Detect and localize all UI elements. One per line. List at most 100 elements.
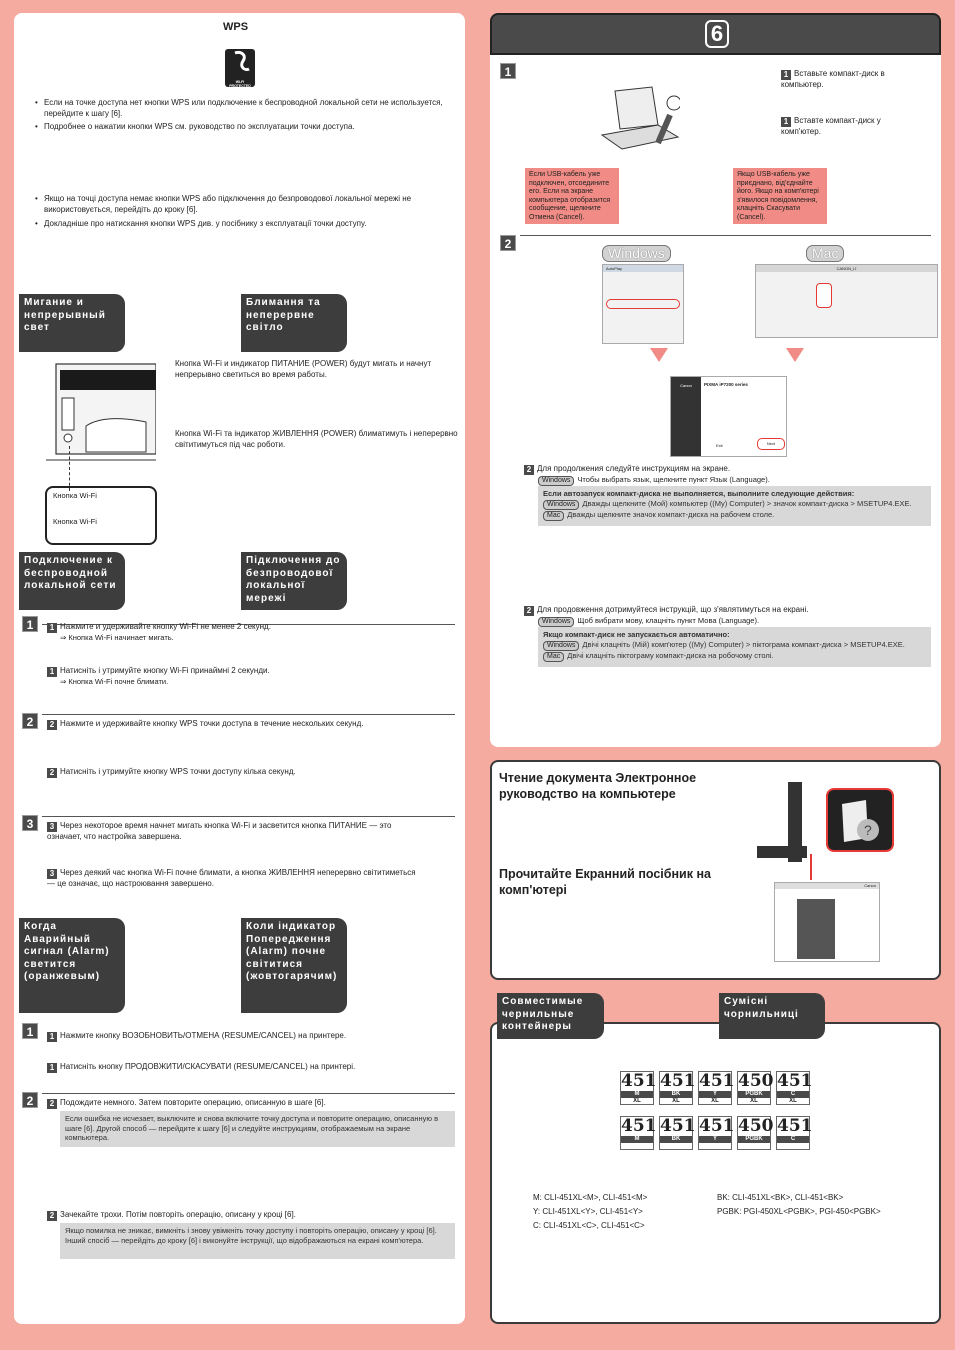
alarm-step-2-rule bbox=[42, 1093, 455, 1094]
step6-s2-uk-box-title: Якщо компакт-диск не запускається автома… bbox=[543, 630, 730, 639]
ink-xl: XL bbox=[672, 1098, 680, 1104]
alarm-s2-uk-note: Якщо помилка не зникає, вимкніть і знову… bbox=[60, 1223, 455, 1259]
mac-setup-icon bbox=[816, 283, 832, 308]
ink-code-bk: BK: CLI-451XL<BK>, CLI-451<BK> bbox=[717, 1193, 844, 1202]
ink-color: C bbox=[777, 1091, 809, 1098]
mac-logo: Mac bbox=[806, 245, 845, 262]
dashed-pointer bbox=[69, 446, 70, 491]
setup-next-button[interactable]: Next bbox=[757, 438, 785, 450]
connect-step-2-rule bbox=[42, 714, 455, 715]
ink-number: 451 bbox=[660, 1116, 696, 1136]
inks-panel bbox=[490, 1022, 941, 1324]
connect-s1-uk-sub: ⇒ Кнопка Wi-Fi почне блимати. bbox=[60, 677, 169, 686]
alarm-s2-uk-text: Зачекайте трохи. Потім повторіть операці… bbox=[60, 1210, 296, 1219]
step6-s2-uk-text: Для продовження дотримуйтеся інструкцій,… bbox=[537, 605, 809, 614]
wps-ru-bullet-2: Подробнее о нажатии кнопки WPS см. руков… bbox=[35, 122, 454, 133]
manual-taskbar bbox=[757, 846, 807, 858]
connect-tag-uk: Підключення до безпроводової локальної м… bbox=[241, 552, 347, 610]
ink-number: 451 bbox=[777, 1071, 813, 1091]
ink-number: 451 bbox=[699, 1116, 735, 1136]
step6-s2-uk-win-text: Щоб вибрати мову, клацніть пункт Мова (L… bbox=[577, 616, 760, 625]
windows-badge: Windows bbox=[543, 499, 580, 510]
connect-step-3-rule bbox=[42, 816, 455, 817]
ink-code-y: Y: CLI-451XL<Y>, CLI-451<Y> bbox=[533, 1207, 643, 1216]
windows-badge: Windows bbox=[538, 476, 575, 486]
printer-illustration bbox=[46, 356, 160, 476]
step6-s1-uk-text: Вставте компакт-диск у комп'ютер. bbox=[781, 116, 881, 136]
wifi-label-ru: Кнопка Wi-Fi bbox=[53, 491, 97, 500]
inks-tag-ru: Совместимые чернильные контейнеры bbox=[497, 993, 604, 1039]
ink-number: 450 bbox=[738, 1116, 774, 1136]
blink-tag-uk: Блимання та неперервне світло bbox=[241, 294, 347, 352]
ink-number: 451 bbox=[777, 1116, 813, 1136]
step6-s2-ru-box-mac-text: Дважды щелкните значок компакт-диска на … bbox=[567, 509, 775, 519]
blink-tag-ru: Мигание и непрерывный свет bbox=[19, 294, 125, 352]
ink-xl: XL bbox=[633, 1098, 641, 1104]
setup-exit-button[interactable]: Exit bbox=[716, 443, 723, 448]
ink-number: 451 bbox=[660, 1071, 696, 1091]
manual-title-ru: Чтение документа Электронное руководство… bbox=[499, 771, 697, 801]
connect-step-3-badge: 3 bbox=[22, 815, 38, 831]
mac-finder-screen: CANON_IJ bbox=[755, 264, 938, 338]
ink-color: BK bbox=[660, 1091, 692, 1098]
mac-badge: Mac bbox=[543, 510, 565, 521]
connect-tag-ru: Подключение к беспроводной локальной сет… bbox=[19, 552, 125, 610]
inks-tag-uk: Сумісні чорнильниці bbox=[719, 993, 825, 1039]
ink-number: 451 bbox=[621, 1071, 657, 1091]
manual-title-uk: Прочитайте Екранний посібник на комп'юте… bbox=[499, 867, 711, 897]
ink-xl: XL bbox=[711, 1098, 719, 1104]
step6-sub-2-rule bbox=[520, 235, 931, 236]
ink-color: M bbox=[621, 1136, 653, 1143]
ink-color: PGBK bbox=[738, 1136, 770, 1143]
connect-s3-ru-text: Через некоторое время начнет мигать кноп… bbox=[47, 821, 392, 841]
step6-s2-uk-box-mac-text: Двічі клацніть піктограму компакт-диска … bbox=[567, 650, 774, 660]
alarm-s2-ru-note: Если ошибка не исчезает, выключите и сно… bbox=[60, 1111, 455, 1147]
arrow-left-icon bbox=[650, 348, 668, 362]
connect-s3-uk-text: Через деякий час кнопка Wi-Fi почне блим… bbox=[47, 868, 416, 888]
step6-s2-uk-box-win-text: Двічі клацніть (Мій) комп'ютер ((My) Com… bbox=[582, 639, 905, 649]
step6-header: 6 bbox=[490, 13, 941, 55]
alarm-s1-ru-text: Нажмите кнопку ВОЗОБНОВИТЬ/ОТМЕНА (RESUM… bbox=[60, 1031, 347, 1040]
windows-badge: Windows bbox=[543, 640, 580, 651]
connect-s2-ru-text: Нажмите и удерживайте кнопку WPS точки д… bbox=[60, 719, 364, 728]
step6-s2-ru-win-text: Чтобы выбрать язык, щелкните пункт Язык … bbox=[577, 475, 770, 484]
connect-step-2-badge: 2 bbox=[22, 713, 38, 729]
manual-panel: Чтение документа Электронное руководство… bbox=[490, 760, 941, 980]
ink-color: BK bbox=[660, 1136, 692, 1143]
connect-s1-uk-sub-text: Кнопка Wi-Fi почне блимати. bbox=[68, 677, 169, 686]
step6-s2-ru-text: Для продолжения следуйте инструкциям на … bbox=[537, 464, 731, 473]
laptop-illustration bbox=[600, 83, 682, 163]
usb-note-uk: Якщо USB-кабель уже приєднано, від'єднай… bbox=[733, 168, 827, 224]
connect-s1-ru-sub: ⇒ Кнопка Wi-Fi начинает мигать. bbox=[60, 633, 174, 642]
manual-screen: Canon bbox=[774, 882, 880, 962]
ink-code-c: C: CLI-451XL<C>, CLI-451<C> bbox=[533, 1221, 645, 1230]
ink-number: 450 bbox=[738, 1071, 774, 1091]
connect-s1-uk-text: Натисніть і утримуйте кнопку Wi-Fi прина… bbox=[60, 666, 270, 675]
step6-number: 6 bbox=[705, 20, 729, 48]
wps-logo-text: WI-FI PROTECTED SETUP bbox=[229, 80, 251, 92]
alarm-step-1-badge: 1 bbox=[22, 1023, 38, 1039]
mac-badge: Mac bbox=[543, 651, 565, 662]
usb-note-ru: Если USB-кабель уже подключен, отсоедини… bbox=[525, 168, 619, 224]
wps-uk-bullet-2: Докладніше про натискання кнопки WPS див… bbox=[35, 219, 454, 230]
windows-badge: Windows bbox=[538, 617, 575, 627]
